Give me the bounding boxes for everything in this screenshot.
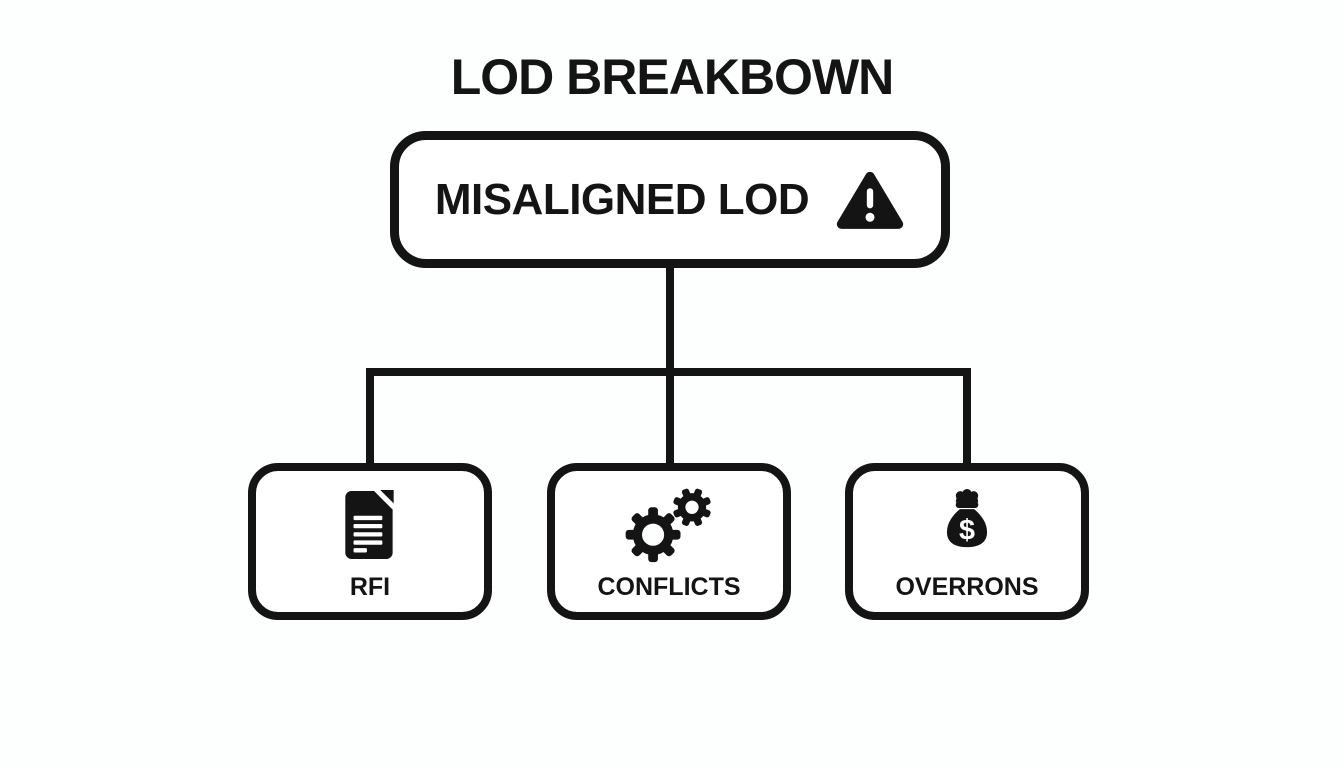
connector-drop-mid bbox=[666, 368, 674, 467]
money-bag-icon: $ bbox=[936, 485, 998, 565]
connector-drop-left bbox=[366, 368, 374, 467]
root-node-misaligned-lod: MISALIGNED LOD bbox=[390, 131, 950, 268]
child-node-label-conflicts: CONFLICTS bbox=[597, 573, 741, 601]
child-node-label-overrons: OVERRONS bbox=[895, 573, 1039, 601]
child-node-conflicts: CONFLICTS bbox=[547, 463, 791, 620]
diagram-title: LOD BREAKBOWN bbox=[450, 49, 895, 105]
document-icon bbox=[341, 485, 399, 565]
child-node-rfi: RFI bbox=[248, 463, 492, 620]
child-node-label-rfi: RFI bbox=[349, 573, 391, 601]
gears-icon bbox=[623, 485, 715, 565]
child-node-overrons: $ OVERRONS bbox=[845, 463, 1089, 620]
connector-stem bbox=[666, 264, 674, 376]
connector-drop-right bbox=[963, 368, 971, 467]
dollar-symbol: $ bbox=[959, 514, 975, 546]
warning-triangle-icon bbox=[835, 169, 905, 231]
root-node-label: MISALIGNED LOD bbox=[434, 174, 810, 224]
